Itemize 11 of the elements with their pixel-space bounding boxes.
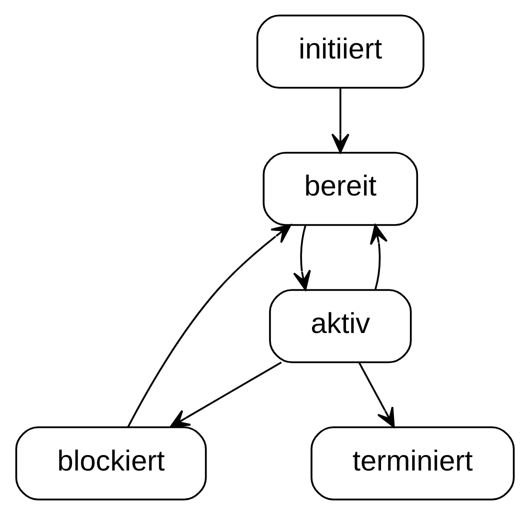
node-box: bereit <box>262 152 418 226</box>
node-box: initiiert <box>256 14 424 89</box>
node-box: aktiv <box>268 289 412 364</box>
arrow <box>358 362 394 428</box>
node-box: blockiert <box>14 426 206 500</box>
node-box: terminiert <box>310 426 514 500</box>
arrow <box>126 224 291 428</box>
arrow <box>330 88 349 154</box>
arrow <box>169 362 282 428</box>
arrow <box>369 224 388 290</box>
arrow <box>292 224 310 290</box>
